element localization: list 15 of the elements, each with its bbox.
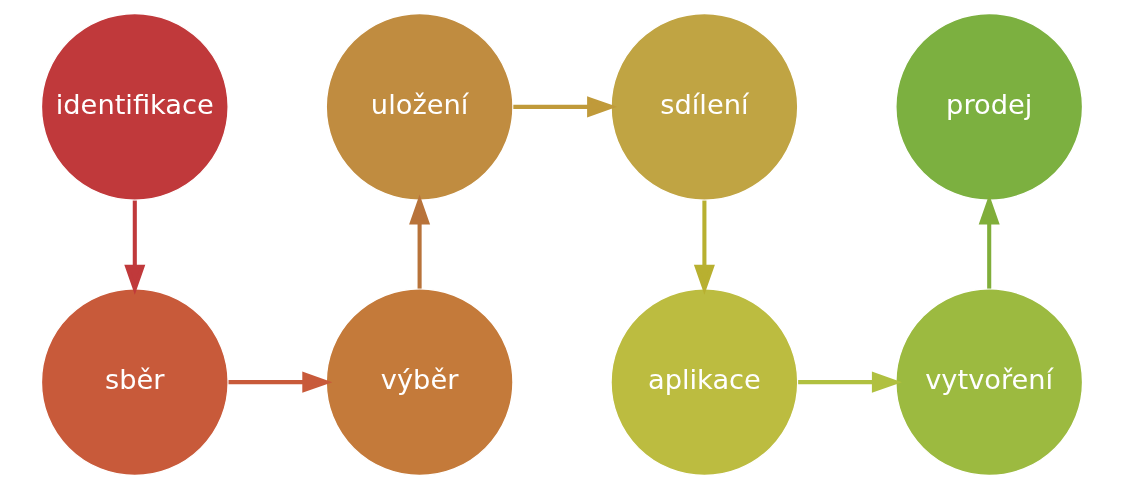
- node-circle: sdílení: [609, 12, 798, 201]
- arrow: [797, 371, 902, 393]
- arrow: [978, 194, 1000, 289]
- node-circle: prodej: [894, 12, 1083, 201]
- node-circle: výběr: [325, 288, 514, 477]
- node-circle: uložení: [325, 12, 514, 201]
- arrow: [408, 194, 430, 289]
- node-circle: aplikace: [609, 288, 798, 477]
- node-circle: identifikace: [40, 12, 229, 201]
- node-circle: vytvoření: [894, 288, 1083, 477]
- arrow: [123, 200, 145, 295]
- arrow: [228, 371, 332, 393]
- node-circle: sběr: [40, 288, 229, 477]
- arrow: [693, 200, 715, 295]
- arrow: [512, 96, 617, 118]
